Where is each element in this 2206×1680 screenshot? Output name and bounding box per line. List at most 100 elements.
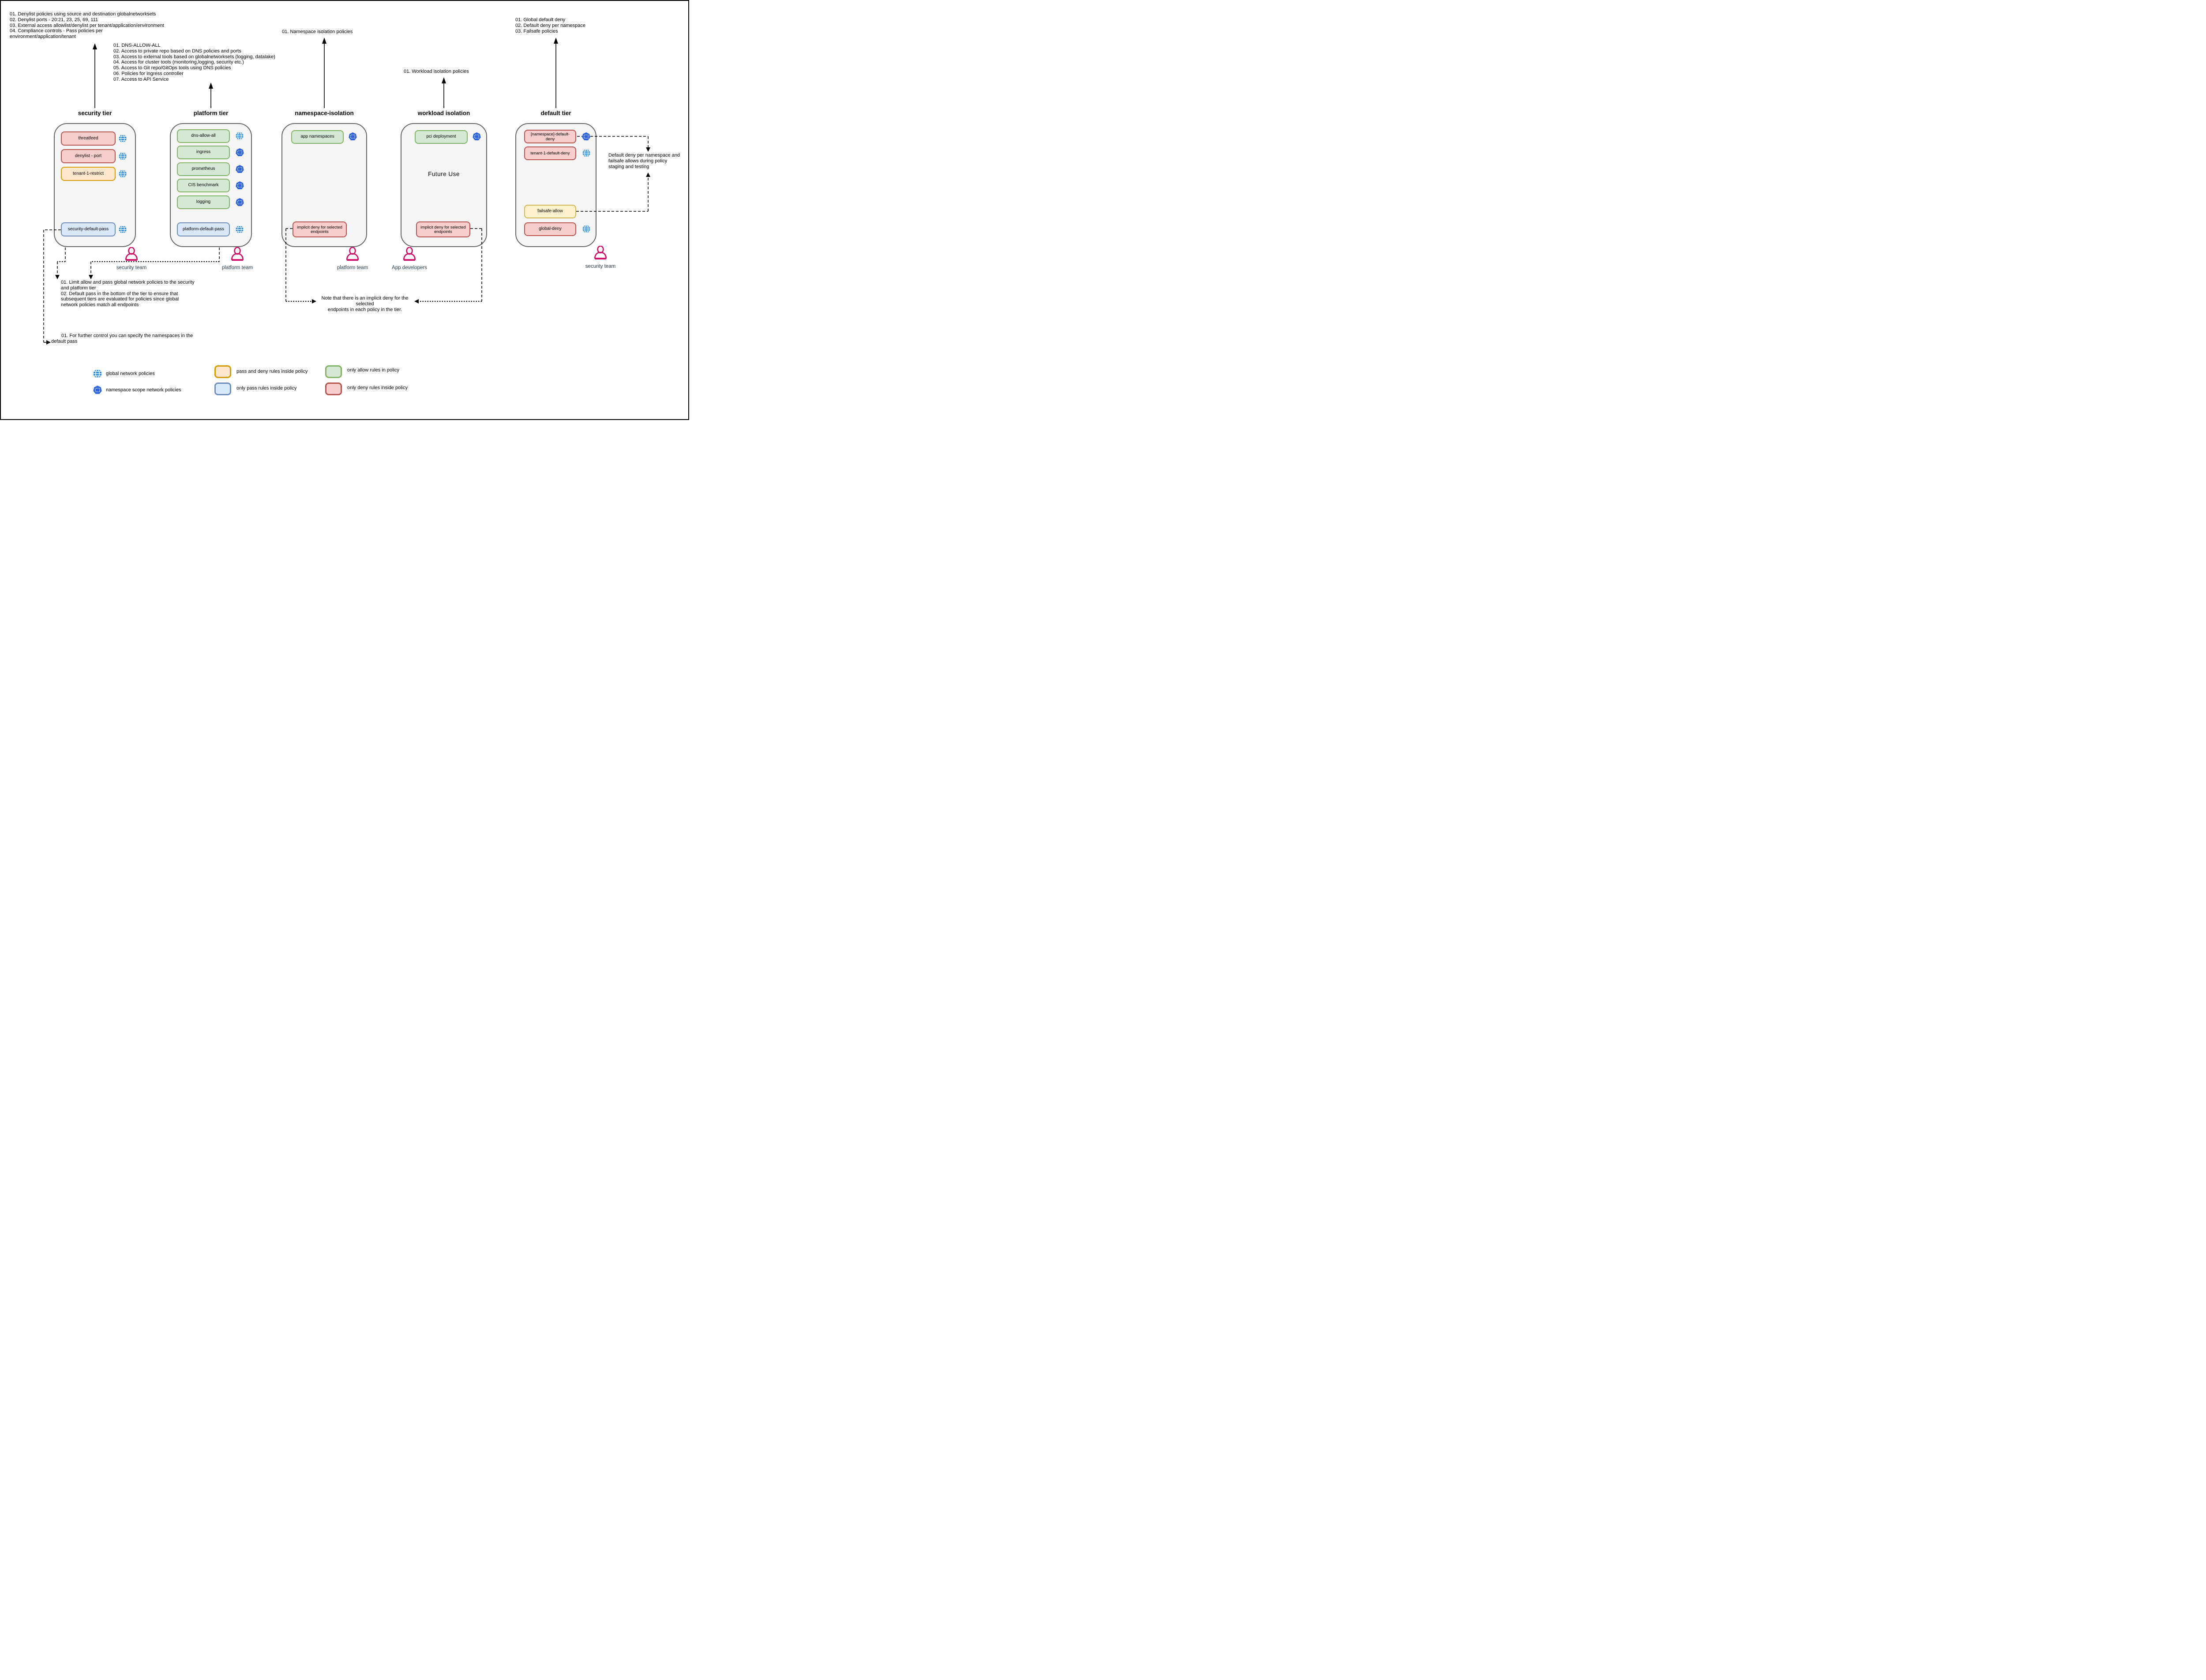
team-label-platform-2: platform team — [337, 265, 368, 270]
policy-dns-allow-all: dns-allow-all — [177, 129, 230, 143]
policy-logging: logging — [177, 195, 230, 209]
note-line: network policies match all endpoints — [61, 302, 139, 308]
team-label-security-2: security team — [585, 264, 616, 269]
note-line: 02. Denylist ports - 20:21, 23, 25, 69, … — [10, 17, 98, 22]
arrowhead — [322, 38, 326, 44]
namespace-icon — [235, 148, 244, 157]
person-icon — [124, 247, 139, 262]
globe-icon — [118, 169, 127, 178]
platform-tier-notes: 01. DNS-ALLOW-ALL 02. Access to private … — [113, 43, 275, 82]
security-tier-title: security tier — [78, 110, 112, 116]
policy-cis-benchmark: CIS benchmark — [177, 179, 230, 192]
globe-icon — [118, 225, 127, 234]
globe-icon — [235, 131, 244, 140]
team-label-platform-1: platform team — [221, 265, 253, 270]
note-line: 06. Policies for ingress controller — [113, 71, 184, 76]
note-line: environment/application/tenant — [10, 34, 76, 40]
policy-denylist-port: denylist - port — [61, 149, 116, 163]
policy-global-deny: global-deny — [524, 222, 576, 236]
note-line: failsafe allows during policy — [608, 158, 668, 164]
failsafe-allow-connector — [576, 176, 649, 212]
note-line: staging and testing — [608, 164, 649, 169]
legend-label-only-pass: only pass rules inside policy — [236, 386, 297, 391]
person-icon — [402, 247, 417, 262]
legend-swatch-only-allow — [325, 365, 342, 378]
note-line: 03. External access allowlist/denylist p… — [10, 22, 164, 28]
legend-swatch-only-pass — [214, 382, 231, 395]
arrowhead-right — [46, 340, 51, 345]
staging-note: Default deny per namespace and failsafe … — [608, 153, 680, 169]
note-line: Default deny per namespace and — [608, 153, 680, 158]
note-line: 05. Access to Git repo/GitOps tools usin… — [113, 65, 231, 71]
policy-namespace-default-deny: [namespace]-default-deny — [524, 130, 576, 143]
person-icon — [230, 247, 245, 262]
person-icon — [593, 246, 608, 261]
arrowhead-down — [55, 275, 60, 279]
policy-failsafe-allow: failsafe-allow — [524, 205, 576, 218]
policy-threatfeed: threatfeed — [61, 131, 116, 146]
workload-future-use-label: Future Use — [428, 171, 460, 177]
legend-swatch-pass-deny — [214, 365, 231, 378]
platform-tier-bottom-connector — [90, 248, 220, 275]
policy-pci-deployment: pci deployment — [415, 130, 468, 144]
arrowhead — [93, 43, 97, 49]
namespace-default-deny-connector — [577, 136, 649, 148]
tier-note-arrowheads — [93, 38, 558, 89]
default-tier-title: default tier — [540, 110, 571, 116]
tiered-network-policy-diagram: security tier platform tier namespace-is… — [0, 0, 689, 420]
security-tier-bottom-connector — [57, 248, 66, 275]
legend-label-only-allow: only allow rules in policy — [347, 368, 399, 373]
note-line: and platform tier — [61, 285, 96, 291]
policy-ingress: ingress — [177, 146, 230, 159]
arrowhead-left — [414, 299, 419, 304]
note-line: 03. Failsafe policies — [515, 28, 558, 34]
namespace-isolation-tier-title: namespace-isolation — [295, 110, 354, 116]
arrowhead — [554, 38, 558, 44]
note-line: 01. Denylist policies using source and d… — [10, 11, 156, 17]
namespace-isolation-note: 01. Namespace isolation policies — [282, 29, 353, 34]
legend-label-only-deny: only deny rules inside policy — [347, 385, 408, 390]
note-line: 02. Default pass in the bottom of the ti… — [61, 291, 178, 296]
namespace-icon — [582, 132, 591, 141]
note-line: 07. Access to API Service — [113, 76, 169, 82]
legend-swatch-only-deny — [325, 382, 342, 395]
default-tier-notes: 01. Global default deny 02. Default deny… — [515, 17, 585, 34]
policy-implicit-deny-namespace-isolation: implicit deny for selected endpoints — [293, 221, 347, 237]
note-line: 04. Access for cluster tools (monitoring… — [113, 60, 244, 65]
platform-tier-title: platform tier — [193, 110, 229, 116]
legend-label-pass-deny: pass and deny rules inside policy — [236, 369, 308, 374]
note-line: 04. Compliance controls - Pass policies … — [10, 28, 103, 34]
workload-isolation-tier-title: workload isolation — [417, 110, 470, 116]
globe-icon — [118, 152, 127, 161]
policy-platform-default-pass: platform-default-pass — [177, 222, 230, 236]
legend-label-global: global network policies — [106, 371, 155, 376]
person-icon — [345, 247, 360, 262]
namespace-icon — [472, 132, 481, 141]
note-line: 02. Access to private repo based on DNS … — [113, 48, 241, 54]
namespace-icon — [348, 132, 357, 141]
arrowhead-down — [89, 275, 93, 279]
workload-implicit-deny-connector — [418, 228, 482, 302]
policy-tenant-1-restrict: tenant-1-restrict — [61, 167, 116, 181]
tier-note-arrows — [94, 43, 556, 108]
note-line: 01. For further control you can specify … — [61, 333, 193, 338]
globe-icon — [118, 134, 127, 143]
policy-prometheus: prometheus — [177, 162, 230, 176]
note-line: default pass — [51, 338, 78, 344]
implicit-deny-note: Note that there is an implicit deny for … — [314, 296, 416, 313]
namespace-icon — [235, 181, 244, 190]
team-label-security-1: security team — [116, 265, 147, 270]
workload-isolation-note: 01. Workload isolation policies — [404, 69, 469, 74]
security-default-pass-connector — [43, 229, 61, 343]
globe-icon — [582, 225, 591, 233]
security-tier-notes: 01. Denylist policies using source and d… — [10, 11, 164, 40]
arrowhead-down — [646, 147, 650, 152]
team-label-app-developers: App developers — [392, 265, 427, 270]
namespace-implicit-deny-connector — [285, 228, 312, 302]
note-line: endpoints in each policy in the tier. — [327, 307, 402, 312]
note-line: 01. Global default deny — [515, 17, 566, 22]
legend-label-namespace: namespace scope network policies — [106, 387, 181, 393]
connector-layer — [43, 38, 650, 345]
policy-implicit-deny-workload-isolation: implicit deny for selected endpoints — [416, 221, 470, 237]
note-line: 01. DNS-ALLOW-ALL — [113, 43, 161, 48]
